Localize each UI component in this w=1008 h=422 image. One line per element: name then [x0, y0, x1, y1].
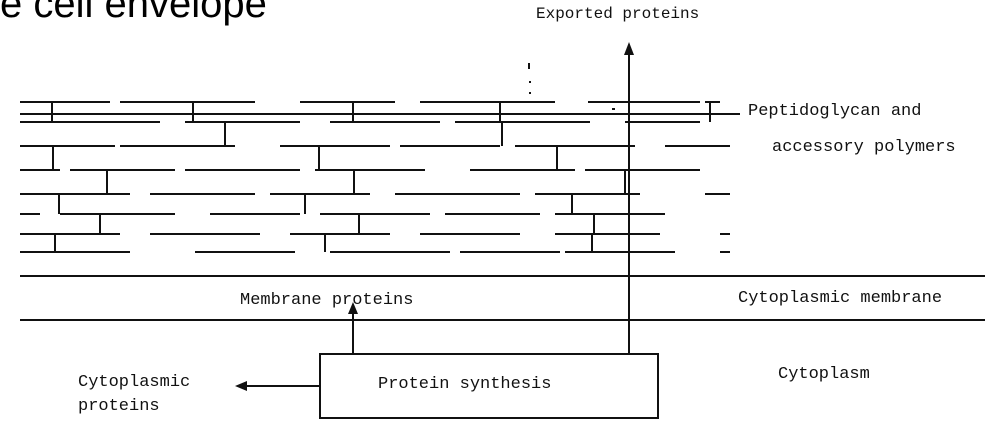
membrane-proteins-label: Membrane proteins: [240, 291, 414, 310]
peptidoglycan-mesh: [20, 101, 740, 253]
cytoplasm-label: Cytoplasm: [778, 365, 870, 384]
exported-proteins-label: Exported proteins: [536, 5, 700, 23]
protein-synthesis-box: [319, 353, 659, 419]
page-title: e cell envelope: [0, 0, 267, 26]
membrane-arrow-head: [348, 302, 358, 314]
peptidoglycan-label-line2: accessory polymers: [772, 138, 956, 157]
protein-synthesis-label: Protein synthesis: [378, 375, 552, 394]
scan-specks: [528, 63, 615, 110]
cytoplasmic-arrow-head: [235, 381, 247, 391]
peptidoglycan-label-line1: Peptidoglycan and: [748, 102, 922, 121]
export-arrow-head: [624, 42, 634, 55]
cytoplasmic-proteins-label-line2: proteins: [78, 397, 160, 416]
cytoplasmic-membrane-label: Cytoplasmic membrane: [738, 289, 943, 308]
cytoplasmic-proteins-label-line1: Cytoplasmic: [78, 373, 191, 392]
